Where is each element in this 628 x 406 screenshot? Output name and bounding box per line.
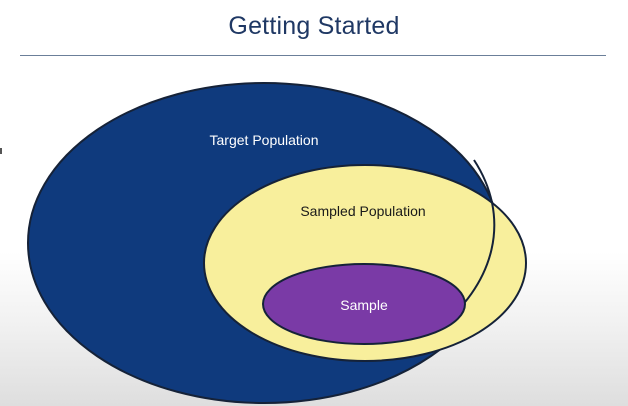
title-divider	[20, 55, 606, 56]
sampled-population-label: Sampled Population	[300, 203, 425, 219]
target-population-label: Target Population	[210, 132, 319, 148]
sample-ellipse	[262, 263, 466, 345]
sample-label: Sample	[340, 297, 388, 313]
edge-mark	[0, 148, 2, 154]
slide-title: Getting Started	[228, 12, 400, 40]
